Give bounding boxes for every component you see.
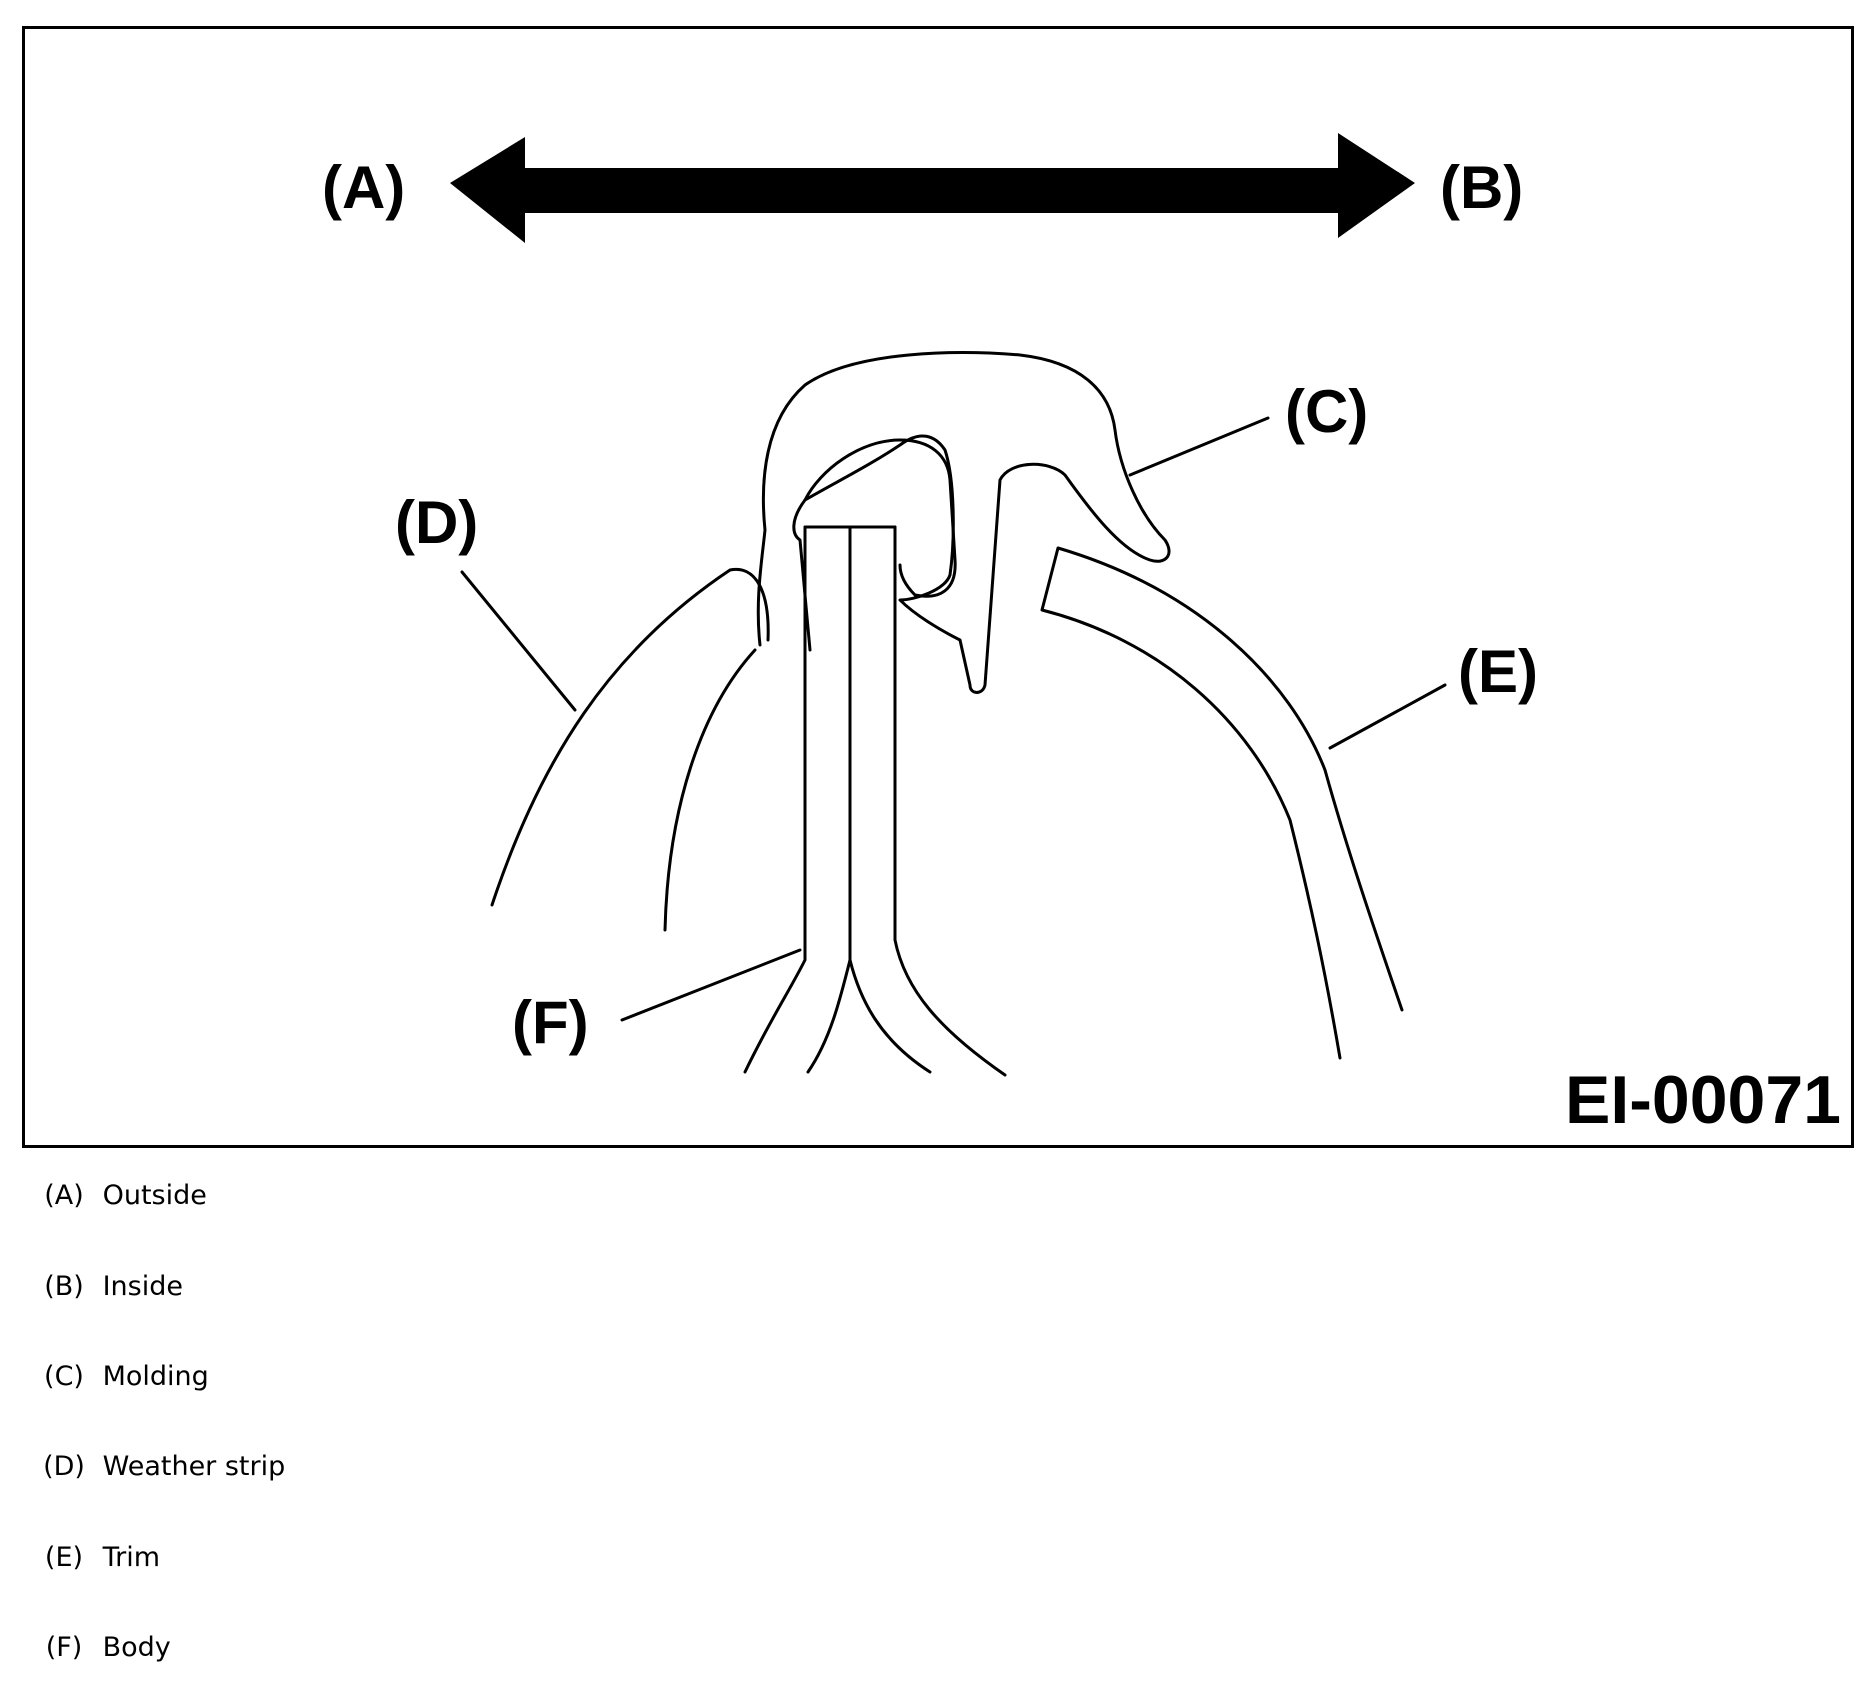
- legend-item-a: (A) Outside: [34, 1180, 207, 1211]
- legend-key: (F): [45, 1632, 83, 1663]
- leader-C: [1128, 416, 1270, 477]
- legend-item-e: (E) Trim: [34, 1542, 160, 1573]
- legend-label: Weather strip: [102, 1451, 286, 1482]
- legend-key: (E): [44, 1542, 84, 1573]
- legend-label: Molding: [102, 1361, 209, 1392]
- legend-label: Trim: [102, 1542, 161, 1573]
- leader-D: [460, 570, 577, 712]
- body-flange-right: [893, 525, 1007, 1077]
- legend-item-c: (C) Molding: [34, 1361, 209, 1392]
- figure-frame: [22, 26, 1854, 1148]
- callout-A: (A): [322, 154, 405, 221]
- molding-cavity: [803, 438, 957, 598]
- trim: [1040, 546, 1404, 1060]
- callout-E: (E): [1458, 638, 1538, 705]
- callout-D: (D): [395, 489, 478, 556]
- legend-item-d: (D) Weather strip: [34, 1451, 285, 1482]
- legend-key: (D): [43, 1451, 85, 1482]
- callout-C: (C): [1285, 378, 1368, 445]
- legend-key: (B): [44, 1271, 84, 1302]
- legend-item-b: (B) Inside: [34, 1271, 183, 1302]
- callout-F: (F): [512, 989, 589, 1056]
- weather-strip-inner: [663, 648, 757, 932]
- body-flange-mid: [806, 525, 932, 1074]
- legend-label: Outside: [102, 1180, 207, 1211]
- legend-item-f: (F) Body: [34, 1632, 171, 1663]
- legend-label: Body: [102, 1632, 171, 1663]
- figure-id: EI-00071: [1565, 1062, 1841, 1138]
- weather-strip-outer: [490, 567, 770, 907]
- double-arrow: [450, 133, 1415, 243]
- body-flange-left: [743, 525, 807, 1074]
- callout-B: (B): [1440, 154, 1523, 221]
- molding: [756, 351, 1171, 694]
- legend-key: (A): [44, 1180, 84, 1211]
- legend-key: (C): [44, 1361, 84, 1392]
- legend-label: Inside: [102, 1271, 183, 1302]
- leader-E: [1328, 683, 1447, 750]
- leader-F: [620, 948, 802, 1022]
